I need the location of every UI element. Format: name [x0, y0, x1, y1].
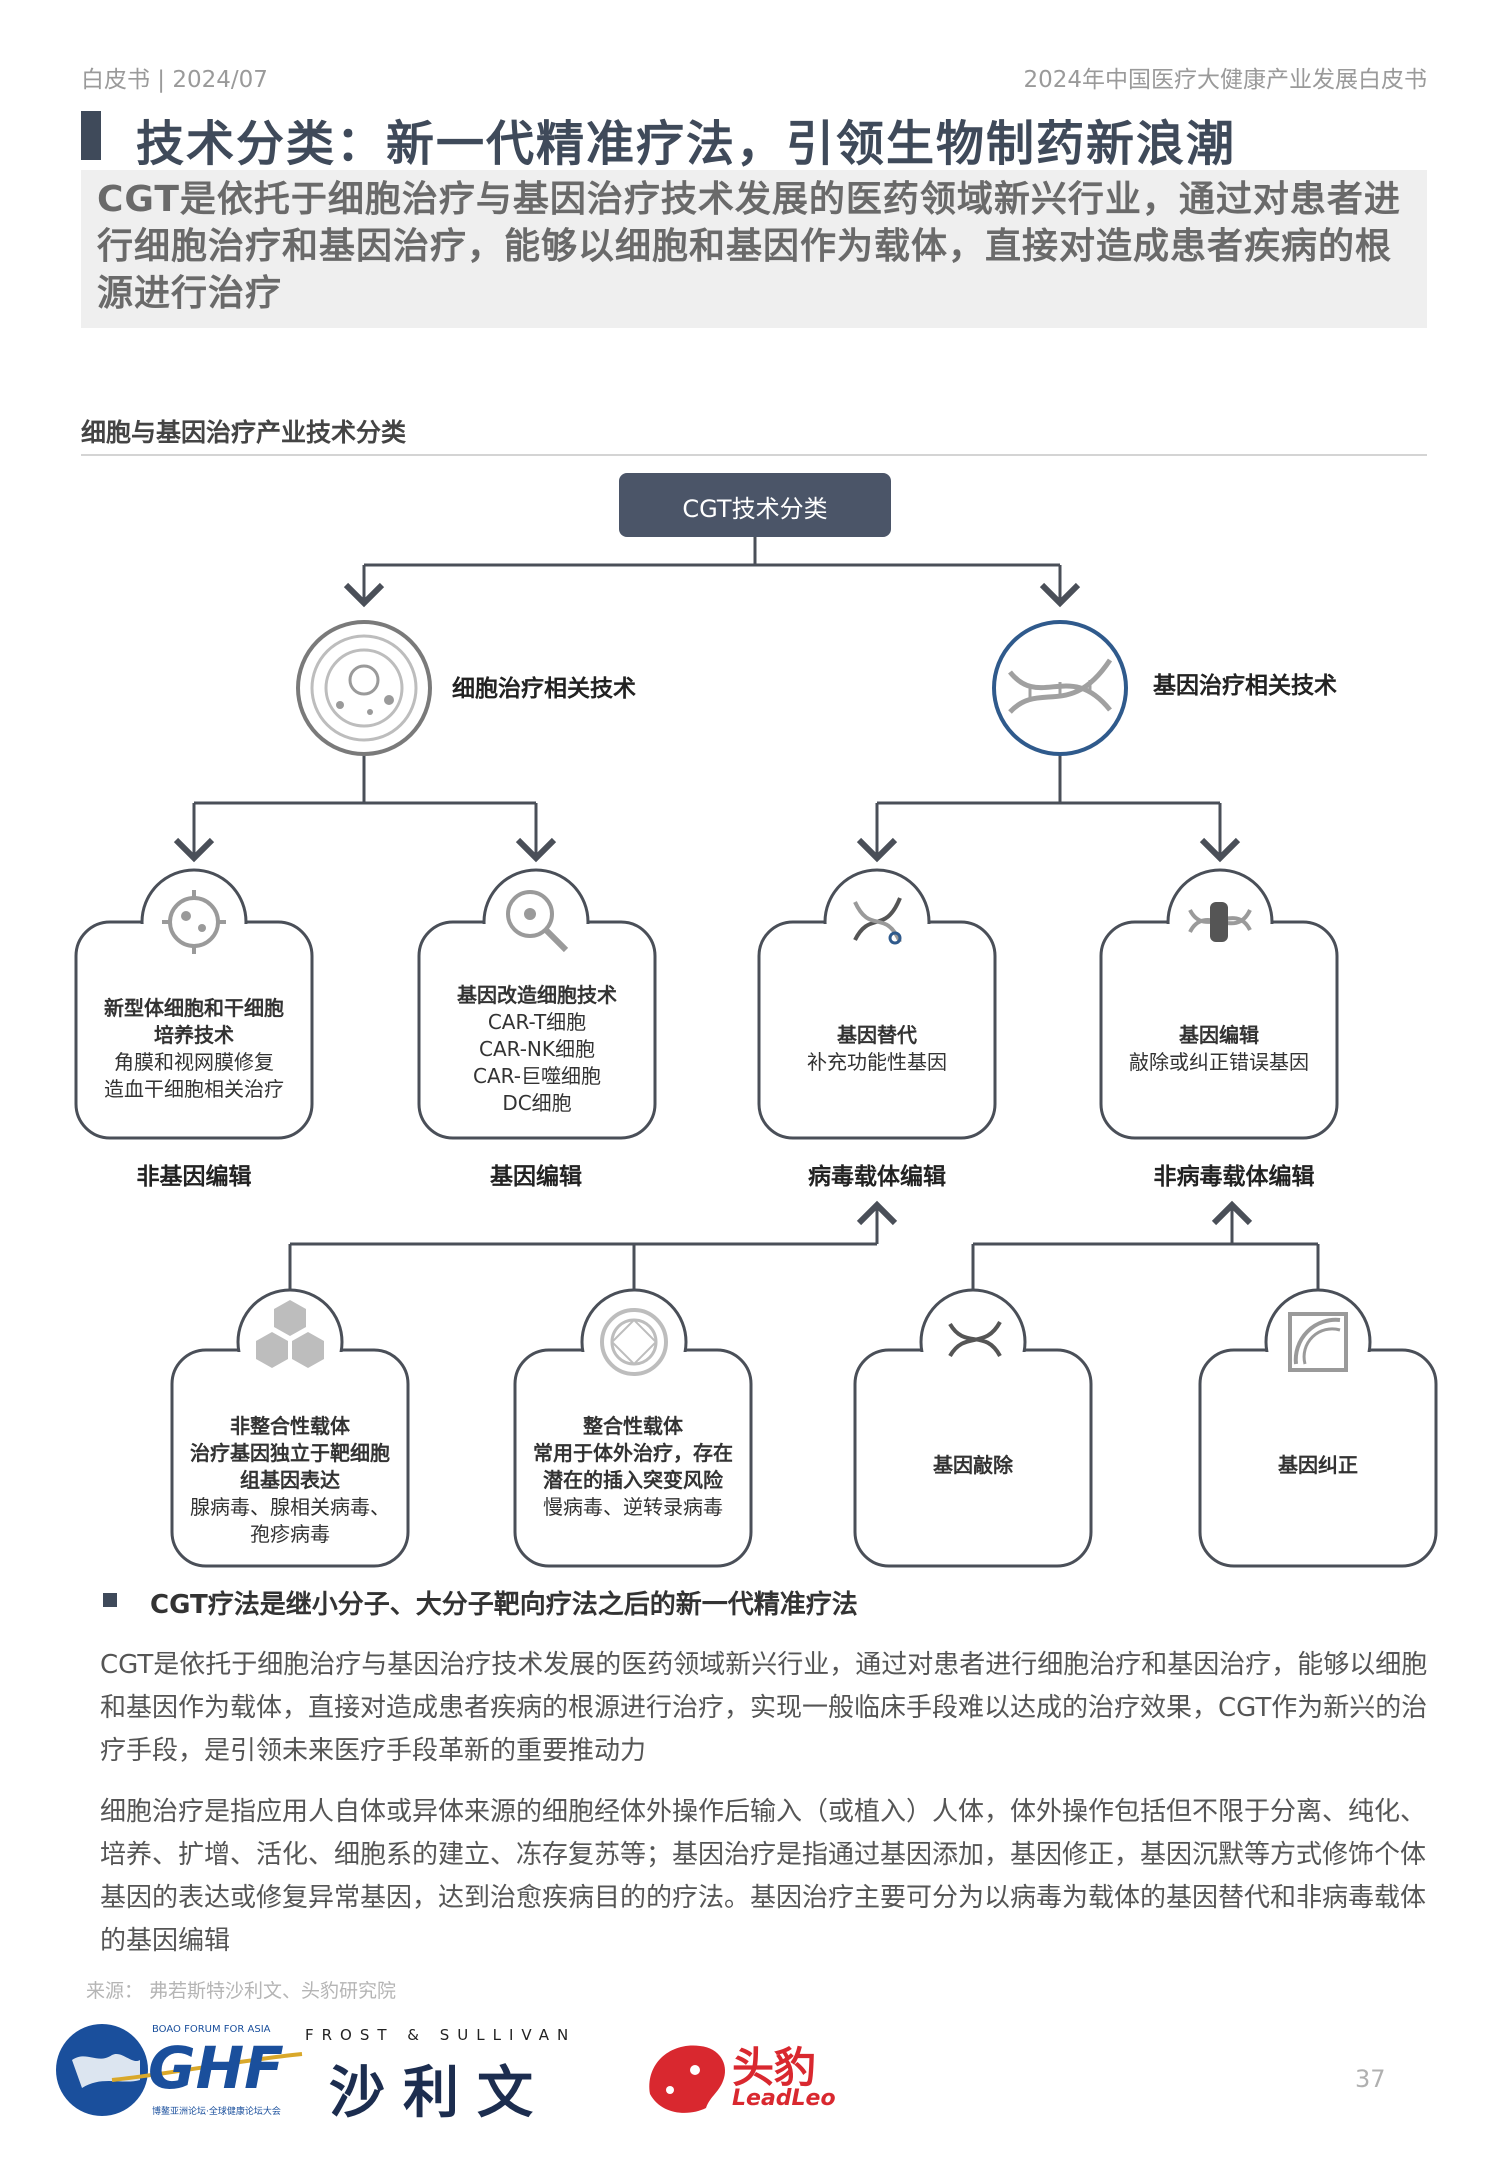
box-4-line: 敲除或纠正错误基因	[1129, 1050, 1309, 1074]
globe-icon	[56, 2024, 303, 2116]
box-1-title: 新型体细胞和干细胞	[104, 996, 284, 1020]
box-5-title: 非整合性载体	[230, 1414, 350, 1438]
dna-edit-icon	[1188, 902, 1252, 942]
page-title: 技术分类：新一代精准疗法，引领生物制药新浪潮	[136, 116, 1237, 172]
box-1-line: 造血干细胞相关治疗	[104, 1077, 284, 1101]
frost-top-text: FROST & SULLIVAN	[305, 2026, 577, 2044]
page-number: 37	[1355, 2065, 1386, 2093]
subtitle-box	[81, 170, 1427, 328]
ghf-logo: BOAO FORUM FOR ASIA GHF 博鳌亚洲论坛·全球健康论坛大会	[52, 2020, 322, 2120]
box-4-title: 基因编辑	[1179, 1023, 1259, 1047]
box-2-title: 基因改造细胞技术	[457, 983, 617, 1007]
chart-title: 细胞与基因治疗产业技术分类	[81, 418, 407, 447]
box-3-title: 基因替代	[837, 1023, 917, 1047]
box-6-title3: 潜在的插入突变风险	[543, 1468, 723, 1492]
category-label-1: 非基因编辑	[136, 1164, 252, 1190]
leopard-icon	[649, 2045, 725, 2113]
ghf-small-text: BOAO FORUM FOR ASIA	[152, 2024, 271, 2035]
virus-icon	[162, 890, 226, 954]
box-5-title2: 治疗基因独立于靶细胞	[190, 1441, 390, 1465]
box-7-text: 基因敲除	[857, 1452, 1089, 1479]
root-node-label: CGT技术分类	[682, 495, 828, 523]
header-right: 2024年中国医疗大健康产业发展白皮书	[1023, 67, 1427, 93]
box-4-text: 基因编辑 敲除或纠正错误基因	[1103, 1022, 1335, 1076]
dna-knockout-icon	[948, 1320, 1002, 1358]
category-label-4: 非病毒载体编辑	[1153, 1164, 1315, 1190]
box-2-line: CAR-NK细胞	[478, 1037, 596, 1061]
box-1-line: 角膜和视网膜修复	[114, 1050, 274, 1074]
frost-cn-text: 沙利文	[329, 2061, 551, 2126]
category-label-2: 基因编辑	[490, 1164, 582, 1190]
box-3-line: 补充功能性基因	[807, 1050, 947, 1074]
subtitle-text: CGT是依托于细胞治疗与基因治疗技术发展的医药领域新兴行业，通过对患者进行细胞治…	[97, 179, 1401, 314]
section-heading: CGT疗法是继小分子、大分子靶向疗法之后的新一代精准疗法	[150, 1590, 858, 1620]
connector-lines	[173, 537, 1320, 1290]
title-accent-bar	[81, 111, 101, 160]
paragraph-2: 细胞治疗是指应用人自体或异体来源的细胞经体外操作后输入（或植入）人体，体外操作包…	[100, 1797, 1427, 1956]
diagram-svg	[74, 473, 1438, 1568]
box-6-title2: 常用于体外治疗，存在	[533, 1441, 733, 1465]
box-3-text: 基因替代 补充功能性基因	[761, 1022, 993, 1076]
box-5-line: 孢疹病毒	[250, 1522, 330, 1546]
box-6-line: 慢病毒、逆转录病毒	[543, 1495, 723, 1519]
gem-circle-icon	[600, 1308, 668, 1376]
paragraph-1: CGT是依托于细胞治疗与基因治疗技术发展的医药领域新兴行业，通过对患者进行细胞治…	[100, 1650, 1428, 1766]
leadleo-cn-text: 头豹	[732, 2043, 817, 2092]
ghf-wordmark: GHF	[148, 2034, 284, 2102]
box-2-line: CAR-T细胞	[487, 1010, 587, 1034]
gene-branch-label: 基因治疗相关技术	[1153, 673, 1337, 699]
ghf-subtext: 博鳌亚洲论坛·全球健康论坛大会	[152, 2107, 281, 2117]
box-5-text: 非整合性载体 治疗基因独立于靶细胞 组基因表达 腺病毒、腺相关病毒、 孢疹病毒	[174, 1413, 406, 1548]
box-2-text: 基因改造细胞技术 CAR-T细胞 CAR-NK细胞 CAR-巨噬细胞 DC细胞	[421, 982, 653, 1117]
box-2-line: CAR-巨噬细胞	[473, 1064, 601, 1088]
box-1-title2: 培养技术	[154, 1023, 234, 1047]
gene-branch-circle	[992, 620, 1128, 756]
box-8-title: 基因纠正	[1278, 1453, 1358, 1477]
box-8-text: 基因纠正	[1202, 1452, 1434, 1479]
magnifier-icon	[506, 890, 569, 953]
box-2-line: DC细胞	[502, 1091, 572, 1115]
frost-sullivan-logo: FROST & SULLIVAN 沙利文	[305, 2026, 615, 2126]
box-5-line: 腺病毒、腺相关病毒、	[190, 1495, 390, 1519]
dna-scissors-icon	[853, 897, 902, 945]
hexagon-cluster-icon	[256, 1300, 324, 1368]
box-5-title3: 组基因表达	[240, 1468, 340, 1492]
header-left: 白皮书 | 2024/07	[81, 67, 268, 93]
leadleo-en-text: LeadLeo	[732, 2086, 836, 2111]
gene-correct-icon	[1288, 1312, 1348, 1372]
box-6-title: 整合性载体	[583, 1414, 683, 1438]
root-node	[619, 473, 891, 537]
chart-divider	[81, 454, 1427, 456]
box-7-title: 基因敲除	[933, 1453, 1013, 1477]
cell-branch-label: 细胞治疗相关技术	[452, 676, 636, 702]
cell-branch-circle	[296, 620, 432, 756]
section-bullet	[103, 1593, 117, 1607]
box-6-text: 整合性载体 常用于体外治疗，存在 潜在的插入突变风险 慢病毒、逆转录病毒	[517, 1413, 749, 1521]
leadleo-logo: 头豹 LeadLeo	[640, 2034, 860, 2124]
source-note: 来源： 弗若斯特沙利文、头豹研究院	[86, 1980, 397, 2002]
box-1-text: 新型体细胞和干细胞 培养技术 角膜和视网膜修复 造血干细胞相关治疗	[78, 995, 310, 1103]
category-label-3: 病毒载体编辑	[808, 1164, 946, 1190]
